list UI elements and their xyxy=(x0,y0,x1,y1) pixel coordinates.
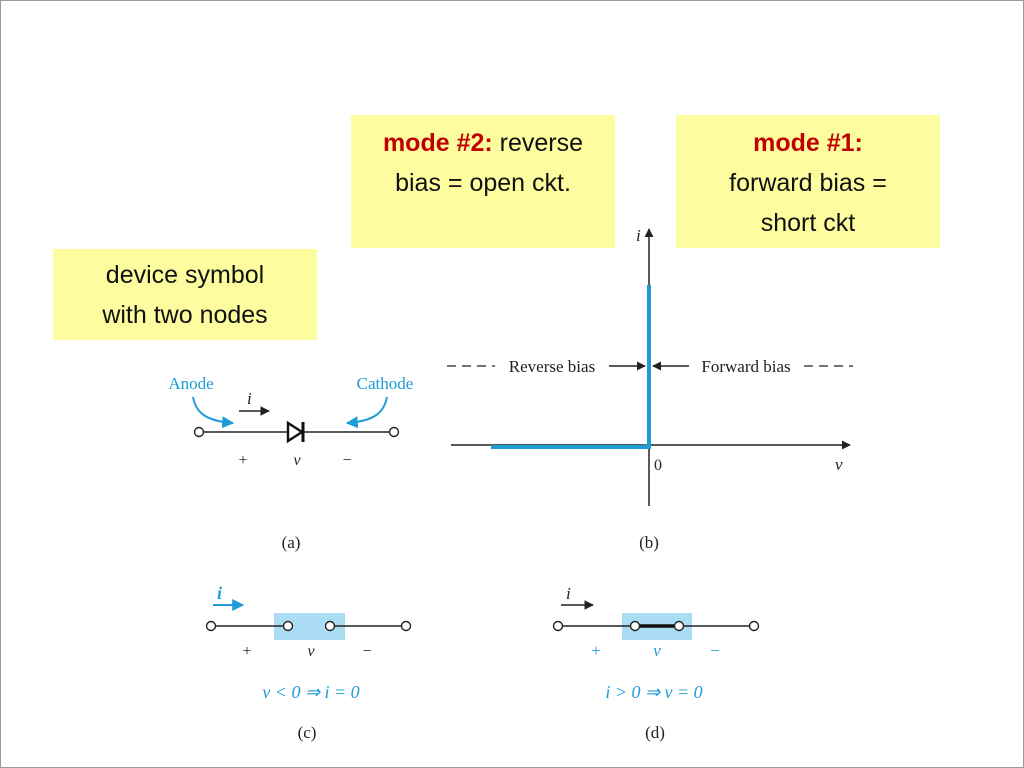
fig-c-gap-terminal-right xyxy=(324,620,336,632)
x-axis-label: v xyxy=(835,455,843,474)
origin-label: 0 xyxy=(654,457,662,474)
fig-d-caption: (d) xyxy=(645,723,665,742)
cathode-terminal xyxy=(388,426,400,438)
cathode-label: Cathode xyxy=(357,374,414,393)
y-axis-label: i xyxy=(636,226,641,245)
fig-d-condition: i > 0 ⇒ v = 0 xyxy=(605,682,702,702)
fig-c-minus: − xyxy=(362,643,371,660)
mode-1-label: mode #1: xyxy=(753,129,863,157)
fig-d-link-terminal-right xyxy=(673,620,685,632)
fig-c-caption: (c) xyxy=(298,723,317,742)
mode-2-label: mode #2: xyxy=(382,129,493,157)
callout-mode-2-line-1: mode #2: reverse xyxy=(351,123,615,163)
fig-c-gap-terminal-left xyxy=(282,620,294,632)
fig-a-voltage: v xyxy=(293,452,301,469)
fig-c-terminal-left xyxy=(205,620,217,632)
mode-2-text: reverse xyxy=(492,129,584,157)
fig-d-minus: − xyxy=(710,641,720,660)
callout-mode-1-line-3: short ckt xyxy=(760,209,856,237)
fig-d-terminal-right xyxy=(748,620,760,632)
fig-c-voltage: v xyxy=(307,643,315,660)
callout-mode-2: mode #2: reverse bias = open ckt. xyxy=(351,115,615,248)
anode-terminal xyxy=(193,426,205,438)
callout-mode-1-line-2: forward bias = xyxy=(729,169,887,197)
callout-device-line-1: device symbol xyxy=(105,261,265,289)
anode-pointer-arrow xyxy=(192,396,235,429)
fig-c-condition: v < 0 ⇒ i = 0 xyxy=(262,682,359,702)
figure-d-short-circuit: i + v − i > 0 ⇒ v = 0 (d) xyxy=(552,584,760,742)
fig-d-voltage: v xyxy=(653,641,661,660)
figure-c-open-circuit: i + v − v < 0 ⇒ i = 0 (c) xyxy=(205,583,412,742)
fig-a-caption: (a) xyxy=(282,533,301,552)
fig-d-link-terminal-left xyxy=(629,620,641,632)
fig-c-plus: + xyxy=(242,643,251,660)
fig-a-current-label: i xyxy=(247,389,252,408)
cathode-pointer-arrow xyxy=(345,396,388,429)
fig-d-plus: + xyxy=(591,641,601,660)
figure-a-diode: Anode Cathode i + v − (a) xyxy=(168,374,413,552)
figure-b-iv-characteristic: i v 0 Reverse bias Forward bias (b) xyxy=(447,226,853,552)
reverse-bias-label: Reverse bias xyxy=(509,357,595,376)
fig-a-minus: − xyxy=(342,452,351,469)
callout-device-symbol: device symbol with two nodes xyxy=(53,249,317,340)
diode-triangle-icon xyxy=(286,420,305,444)
anode-label: Anode xyxy=(168,374,213,393)
fig-a-plus: + xyxy=(238,452,247,469)
iv-curve xyxy=(491,285,651,449)
forward-bias-label: Forward bias xyxy=(701,357,790,376)
callout-device-line-2: with two nodes xyxy=(102,301,268,329)
fig-c-current-label: i xyxy=(217,583,222,603)
fig-b-caption: (b) xyxy=(639,533,659,552)
fig-d-terminal-left xyxy=(552,620,564,632)
callout-mode-2-line-2: bias = open ckt. xyxy=(395,169,571,197)
fig-c-terminal-right xyxy=(400,620,412,632)
callout-mode-1: mode #1: forward bias = short ckt xyxy=(676,115,940,248)
fig-d-current-label: i xyxy=(566,584,571,603)
